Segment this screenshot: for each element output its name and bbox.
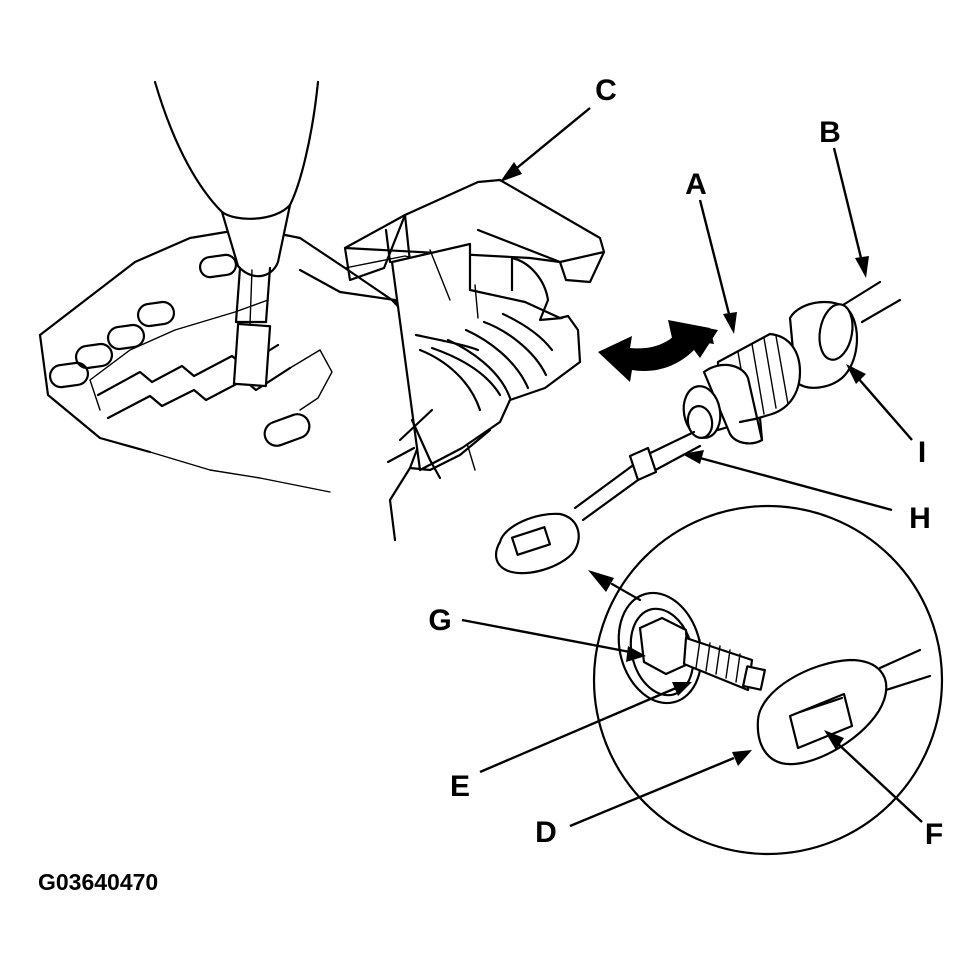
cable-cover — [343, 178, 606, 284]
leader-lines — [461, 107, 923, 828]
removal-direction-arrow — [598, 320, 718, 382]
callout-b: B — [819, 116, 841, 149]
figure-code: G03640470 — [38, 869, 158, 895]
callout-i: I — [918, 436, 926, 469]
detail-view — [588, 504, 944, 856]
shift-cable — [494, 280, 902, 575]
callout-d: D — [535, 816, 557, 849]
shift-bracket — [386, 242, 582, 480]
callout-a: A — [685, 168, 707, 201]
callout-h: H — [909, 502, 931, 535]
callout-e: E — [450, 770, 470, 803]
callout-g: G — [428, 604, 451, 637]
screwdriver — [153, 80, 320, 388]
callout-f: F — [925, 818, 943, 851]
callout-c: C — [595, 74, 617, 107]
